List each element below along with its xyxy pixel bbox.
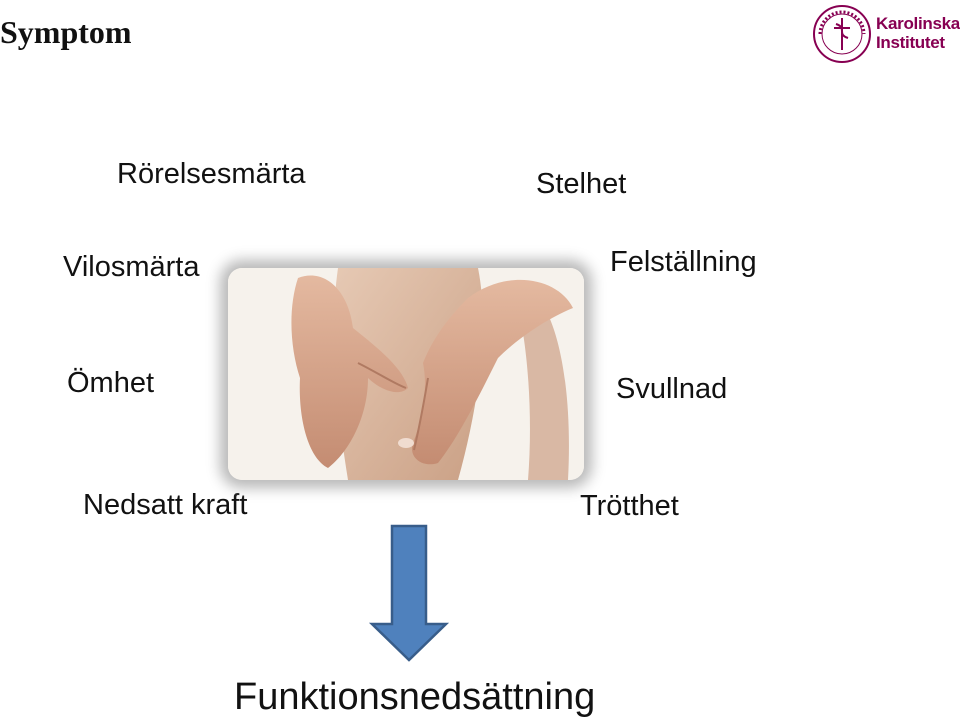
- karolinska-logo: Karolinska Institutet: [812, 4, 960, 68]
- result-label: Funktionsnedsättning: [234, 676, 596, 718]
- symptom-svullnad: Svullnad: [616, 373, 728, 405]
- symptom-stelhet: Stelhet: [536, 168, 627, 200]
- symptom-rorelsesmarta: Rörelsesmärta: [117, 158, 306, 190]
- symptom-felstallning: Felställning: [610, 246, 757, 278]
- knee-photo: [228, 268, 584, 480]
- logo-text: Karolinska Institutet: [876, 14, 960, 52]
- symptom-nedsatt-kraft: Nedsatt kraft: [83, 489, 248, 521]
- symptom-vilosmarta: Vilosmärta: [63, 251, 200, 283]
- seal-icon: [813, 5, 871, 63]
- slide-title: Symptom: [0, 14, 132, 50]
- down-arrow-icon: [368, 524, 450, 662]
- symptom-omhet: Ömhet: [67, 367, 155, 399]
- symptom-trotthet: Trötthet: [580, 490, 679, 522]
